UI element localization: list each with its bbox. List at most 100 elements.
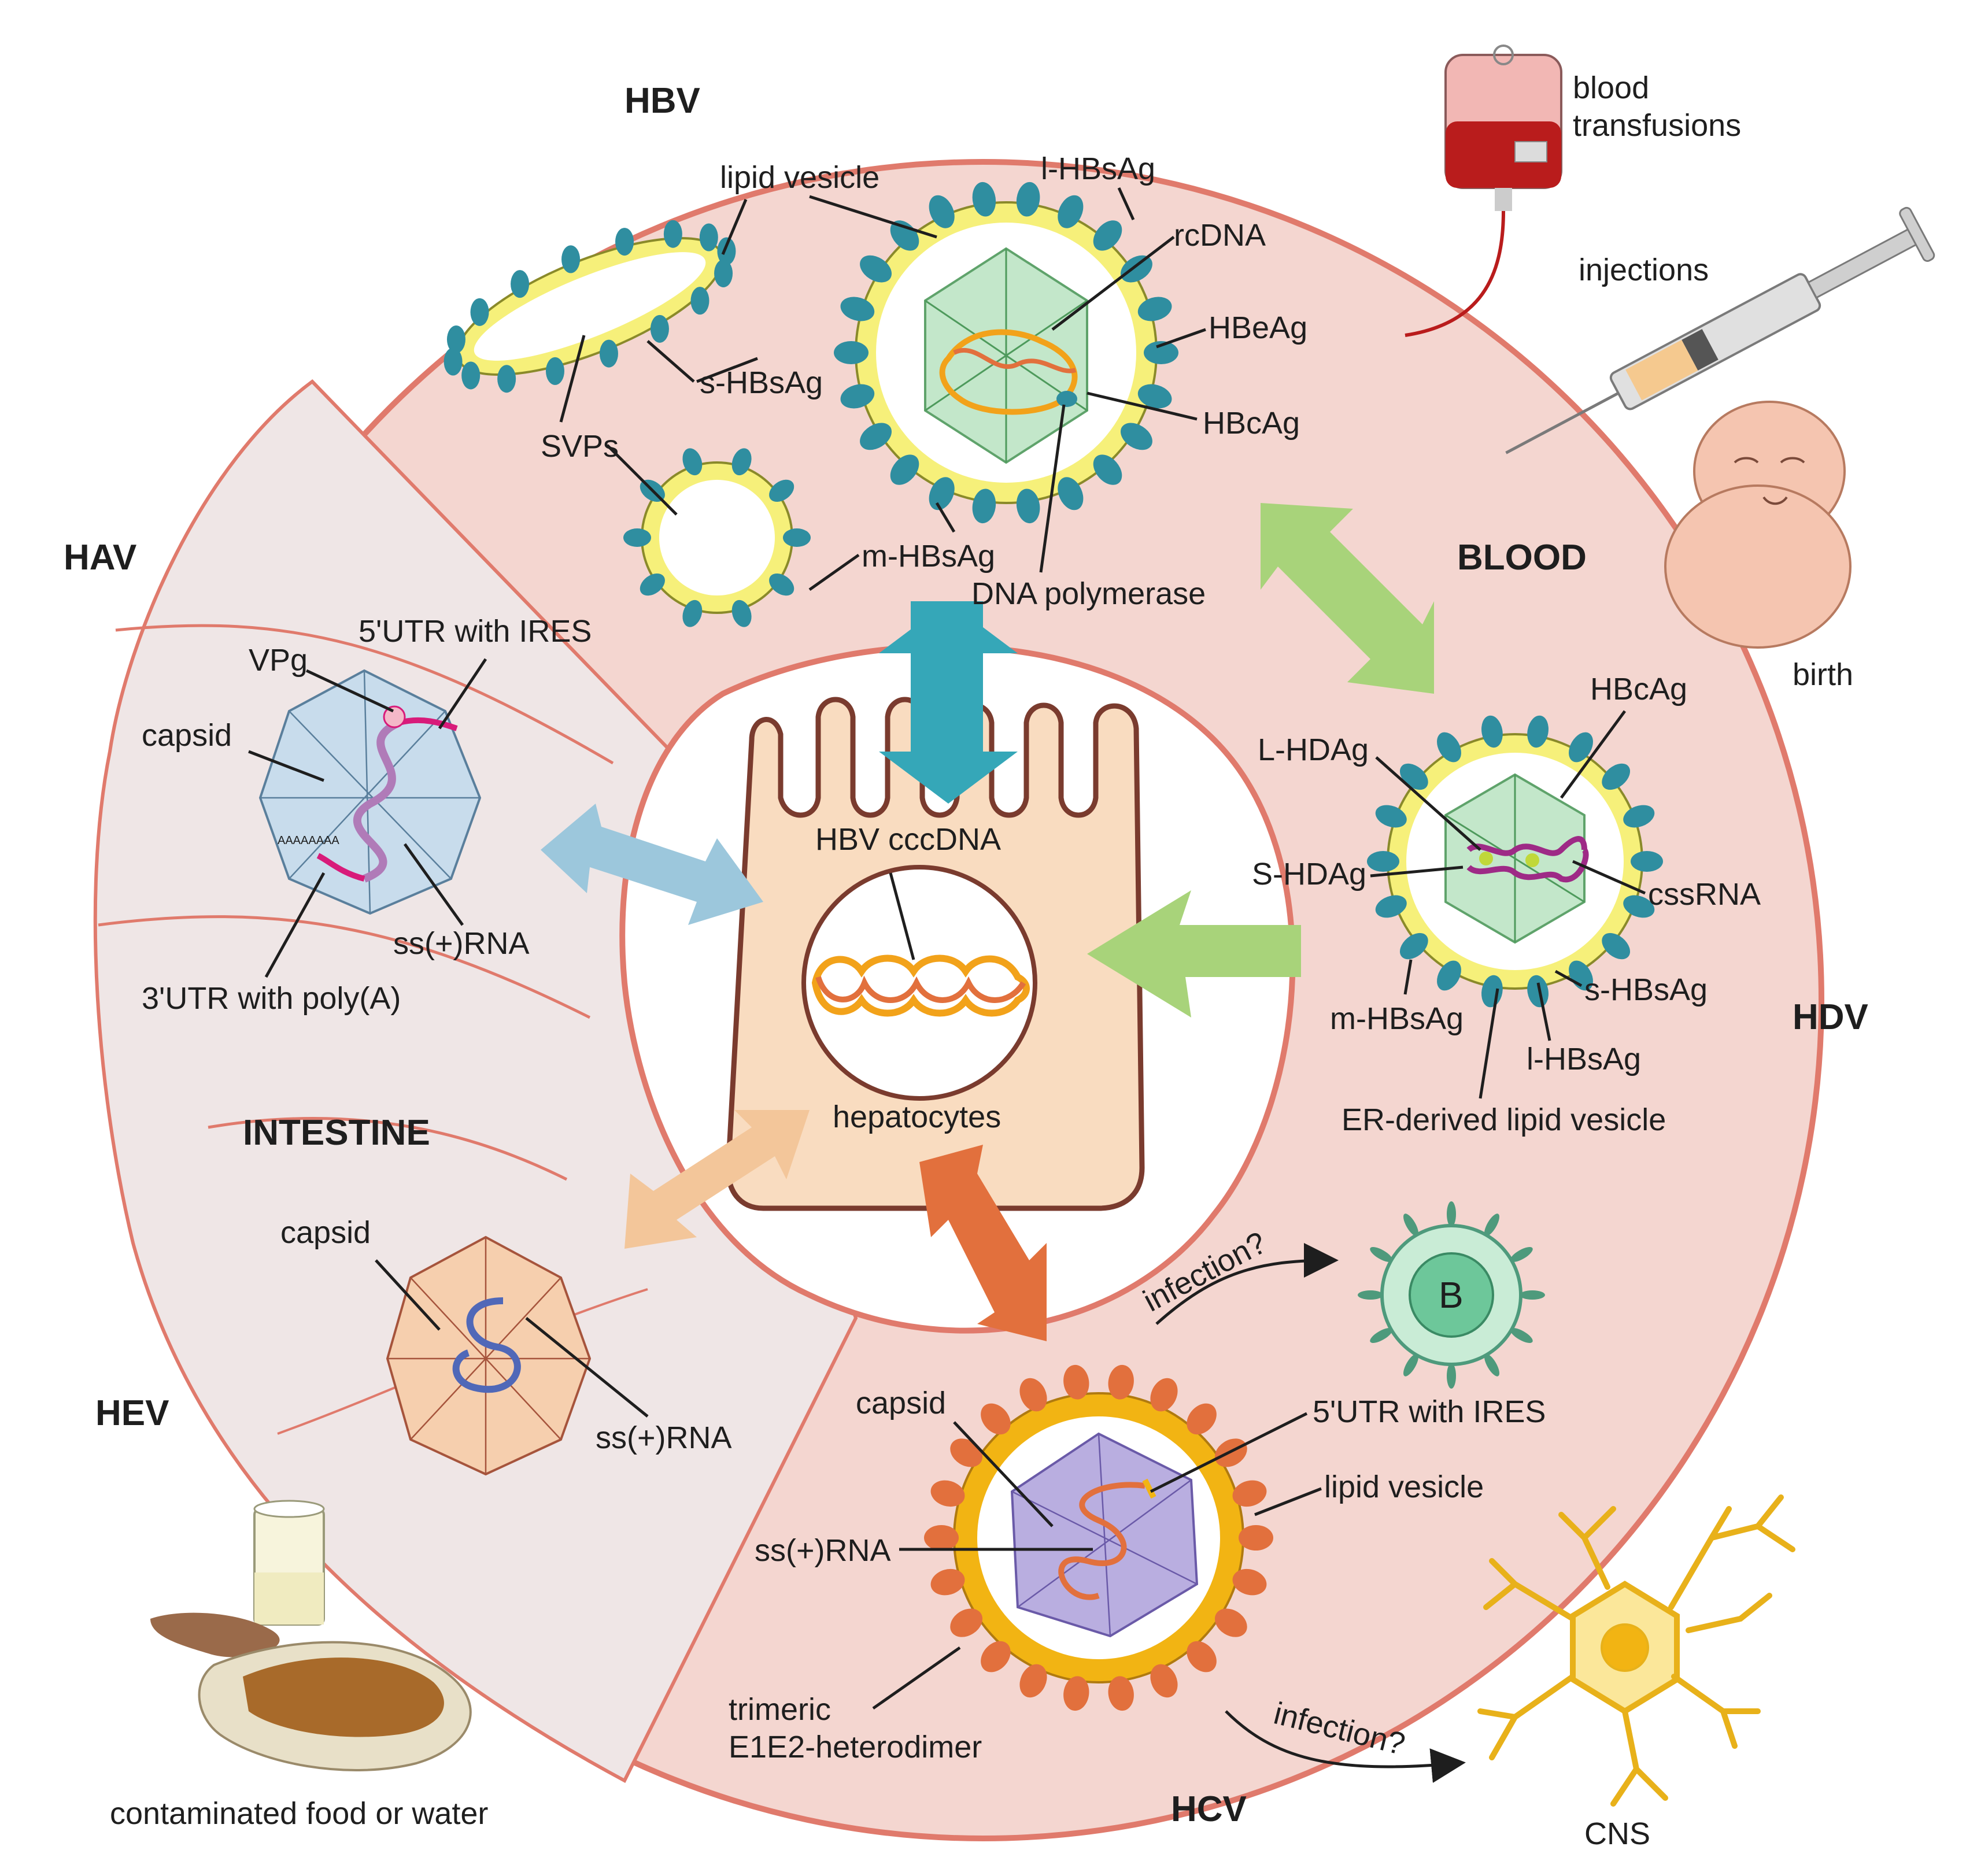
hdv-hbsag-spike bbox=[1367, 851, 1399, 872]
hbv-virion bbox=[855, 201, 1158, 504]
hev-title: HEV bbox=[95, 1393, 169, 1433]
contaminated-food-label: contaminated food or water bbox=[110, 1796, 488, 1831]
svp-filament-spike bbox=[615, 228, 634, 256]
hav-capsid-label: capsid bbox=[142, 718, 232, 753]
svp-filament-spike bbox=[599, 339, 618, 368]
hbv-surface-proteins bbox=[834, 182, 1178, 524]
hdv-hbsag-spike bbox=[1602, 933, 1631, 960]
intestine-label-group: INTESTINE bbox=[243, 1113, 430, 1153]
blood-label-group: BLOOD bbox=[1457, 538, 1587, 578]
hbsag-spike bbox=[860, 423, 892, 450]
hdv-hbsag-spike bbox=[1527, 715, 1549, 748]
svp-filament-spike bbox=[446, 325, 465, 354]
b-cell-receptor bbox=[1403, 1353, 1418, 1377]
blood-label: BLOOD bbox=[1457, 538, 1587, 578]
hdv-l-hbsag-label: l-HBsAg bbox=[1527, 1042, 1641, 1076]
hbsag-spike bbox=[1058, 195, 1084, 228]
hbv-m-hbsag-label: m-HBsAg bbox=[862, 539, 995, 573]
e1e2-spike bbox=[1187, 1403, 1217, 1435]
hbv-dna-polymerase-label: DNA polymerase bbox=[971, 576, 1206, 611]
blood-bag: blood transfusions bbox=[1405, 45, 1741, 337]
hbsag-spike bbox=[929, 477, 955, 510]
hdv-hbsag-spike bbox=[1375, 805, 1407, 828]
birth-label: birth bbox=[1793, 657, 1853, 692]
hcv-trimeric-label: trimeric bbox=[729, 1692, 831, 1727]
hcv-lipid-vesicle-label: lipid vesicle bbox=[1324, 1470, 1484, 1504]
hbv-double-arrow bbox=[879, 601, 1018, 804]
hcv-capsid-label: capsid bbox=[856, 1386, 946, 1420]
hbsag-spike bbox=[1016, 489, 1040, 524]
hcv-utr5-label: 5'UTR with IRES bbox=[1313, 1394, 1546, 1429]
b-cell-receptor bbox=[1510, 1328, 1533, 1343]
hbsag-spike bbox=[1120, 423, 1152, 450]
e1e2-spike bbox=[1019, 1664, 1047, 1698]
svp-filament-spike bbox=[497, 365, 516, 393]
svp-filament-spike bbox=[461, 361, 481, 390]
svp-spike bbox=[682, 600, 703, 627]
hdv-hbsag-spike bbox=[1399, 933, 1428, 960]
hdv-l-hdag-label: L-HDAg bbox=[1258, 732, 1369, 767]
svp-filament-spike bbox=[717, 237, 736, 265]
hcv-ssrna-label: ss(+)RNA bbox=[755, 1533, 891, 1568]
svp-spike bbox=[682, 448, 703, 476]
cccdna-label: HBV cccDNA bbox=[815, 822, 1001, 857]
hdv-hbsag-spike bbox=[1481, 715, 1503, 748]
b-cell-receptor bbox=[1358, 1290, 1383, 1300]
intestine-label: INTESTINE bbox=[243, 1113, 430, 1153]
hav-title: HAV bbox=[64, 538, 136, 578]
e1e2-spike bbox=[1214, 1608, 1247, 1637]
hav-utr3-label: 3'UTR with poly(A) bbox=[142, 981, 401, 1016]
hav-ssrna-label: ss(+)RNA bbox=[393, 926, 530, 961]
svp-spike bbox=[640, 573, 665, 596]
b-cell: B bbox=[1358, 1201, 1545, 1389]
hdv-labels: HDV HBcAg L-HDAg S-HDAg cssRNA m-HBsAg s… bbox=[1252, 672, 1868, 1137]
e1e2-spike bbox=[930, 1568, 965, 1596]
hdv-s-hbsag-label: s-HBsAg bbox=[1584, 972, 1708, 1007]
hcv-virion bbox=[953, 1392, 1244, 1683]
hbsag-spike bbox=[1120, 255, 1152, 283]
hev-ssrna-label: ss(+)RNA bbox=[596, 1420, 732, 1455]
hav-utr5-label: 5'UTR with IRES bbox=[359, 614, 592, 649]
hbv-hbeag-label: HBeAg bbox=[1209, 310, 1307, 345]
hbsag-spike bbox=[929, 195, 955, 228]
hbsag-spike bbox=[890, 454, 919, 485]
blood-transfusions-line1: blood bbox=[1573, 71, 1649, 105]
hdv-s-hdag-label: S-HDAg bbox=[1252, 857, 1366, 891]
e1e2-spike bbox=[1232, 1568, 1267, 1596]
e1e2-spike bbox=[1108, 1364, 1134, 1400]
e1e2-spike bbox=[1019, 1378, 1047, 1412]
b-cell-receptor bbox=[1484, 1213, 1499, 1237]
hdv-title: HDV bbox=[1793, 997, 1868, 1037]
hcv-e1e2-spikes bbox=[924, 1364, 1273, 1711]
hcv-title: HCV bbox=[1171, 1789, 1247, 1829]
hdv-er-vesicle-label: ER-derived lipid vesicle bbox=[1342, 1102, 1666, 1137]
svp-filament-spike bbox=[690, 287, 709, 315]
b-cell-receptor bbox=[1370, 1328, 1393, 1343]
svp-spike bbox=[769, 479, 794, 502]
hbv-title: HBV bbox=[624, 81, 700, 121]
e1e2-spike bbox=[1239, 1525, 1273, 1551]
hav-vpg-label: VPg bbox=[249, 643, 308, 678]
hepatocyte-cell: HBV cccDNA hepatocytes bbox=[725, 697, 1145, 1211]
svp-filament-spike bbox=[714, 259, 733, 287]
svp-surface-proteins bbox=[444, 220, 811, 627]
hbsag-spike bbox=[1137, 384, 1172, 409]
hdv-hbsag-spike bbox=[1602, 763, 1631, 790]
e1e2-spike bbox=[1232, 1480, 1267, 1507]
contaminated-food: contaminated food or water bbox=[110, 1500, 488, 1831]
hcv-double-arrow bbox=[919, 1145, 1047, 1341]
b-cell-receptor bbox=[1447, 1201, 1456, 1227]
hev-capsid-label: capsid bbox=[280, 1215, 371, 1250]
b-cell-receptor bbox=[1510, 1247, 1533, 1262]
baby-figure: birth bbox=[1664, 401, 1853, 692]
e1e2-spike bbox=[1063, 1676, 1089, 1711]
hbsag-spike bbox=[834, 341, 869, 364]
hbsag-spike bbox=[1093, 454, 1122, 485]
svp-filament-spike bbox=[650, 314, 669, 343]
hdv-hbcag-label: HBcAg bbox=[1590, 672, 1687, 706]
hcv-labels: HCV capsid 5'UTR with IRES lipid vesicle… bbox=[729, 1386, 1546, 1829]
hdv-hbsag-spike bbox=[1437, 732, 1461, 763]
svp-spike bbox=[623, 528, 651, 547]
hbv-rcdna-label: rcDNA bbox=[1174, 218, 1266, 253]
